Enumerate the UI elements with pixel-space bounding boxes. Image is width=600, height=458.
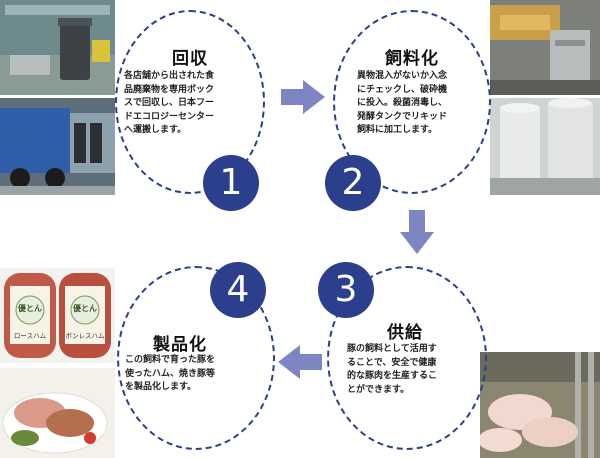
product-label-bonless: ボンレスハム (65, 332, 105, 340)
step-3-number-badge: 3 (318, 262, 374, 318)
arrow-right-icon (281, 80, 325, 114)
step-4-title: 製品化 (153, 335, 207, 355)
photo-crusher (490, 0, 600, 95)
photo-ham-packages: 優とん 優とん ロースハム ボンレスハム (0, 268, 115, 363)
step-2-title: 飼料化 (385, 49, 439, 69)
step-4-number-badge: 4 (210, 262, 266, 318)
photo-fermentation-tanks (490, 98, 600, 195)
brand-label-left: 優とん (18, 304, 42, 313)
step-4-circle (117, 266, 275, 450)
step-4-description: この飼料で育った豚を 使ったハム、焼き豚等 を製品化します。 (125, 355, 216, 392)
arrow-down-icon (400, 210, 434, 254)
step-2-number-badge: 2 (325, 155, 381, 211)
photo-sliced-ham (0, 368, 115, 458)
step-3-title: 供給 (387, 323, 423, 343)
product-label-loin: ロースハム (13, 332, 47, 340)
brand-label-right: 優とん (73, 304, 97, 313)
photo-pigs (480, 352, 600, 458)
photo-collection-bin (0, 0, 115, 95)
step-3-description: 豚の飼料として活用す ることで、安全で健康 的な豚肉を生産するこ とができます。 (347, 344, 438, 395)
step-1-title: 回収 (172, 49, 208, 69)
step-1-circle (115, 10, 265, 194)
step-3-circle (327, 266, 487, 450)
photo-collection-truck (0, 98, 115, 195)
step-1-number-badge: 1 (203, 155, 259, 211)
arrow-left-icon (278, 345, 322, 379)
step-2-description: 異物混入がないか入念 にチェックし、破砕機 に投入。殺菌消毒し、 発酵タンクでリ… (357, 71, 448, 135)
step-2-circle (333, 10, 491, 194)
step-1-description: 各店舗から出された食 品廃棄物を専用ボック スで回収し、日本フー ドエコロジーセ… (124, 71, 215, 135)
